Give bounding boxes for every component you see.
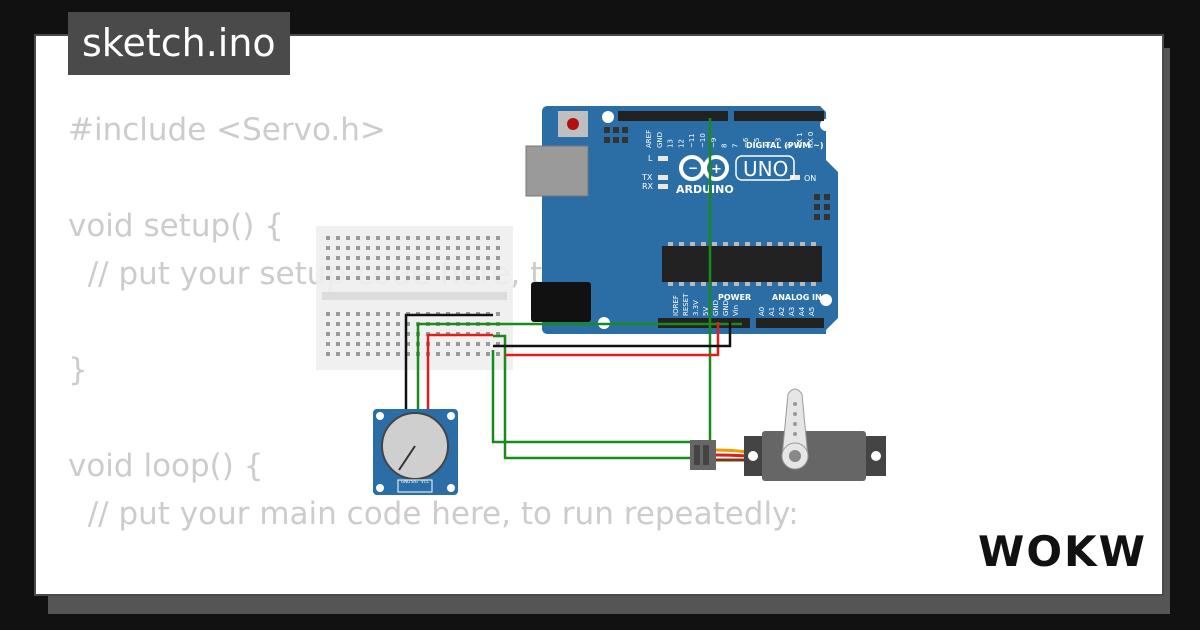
pin-label: ~10 (699, 133, 707, 148)
wires (404, 118, 742, 460)
power-label: POWER (718, 293, 751, 302)
led-rx-label: RX (642, 182, 654, 191)
code-line: #include <Servo.h> (68, 112, 386, 148)
wire-red-pot (426, 333, 493, 420)
pin-label: 8 (721, 144, 729, 148)
code-line: } (68, 352, 88, 388)
wire-black-pot (404, 313, 493, 420)
analog-header[interactable] (756, 318, 824, 328)
pin-label: Vin (732, 305, 740, 316)
pin-label: 12 (677, 139, 685, 148)
servo-motor[interactable] (690, 388, 886, 481)
pot-pin-label: GND (401, 479, 410, 484)
pin-label: A3 (788, 307, 796, 316)
power-jack (531, 282, 591, 322)
pot-pin-label: SIG (411, 479, 418, 484)
led-tx-label: TX (641, 173, 653, 182)
code-line: void setup() { (68, 208, 284, 244)
pin-label: A1 (768, 307, 776, 316)
file-tab[interactable]: sketch.ino (68, 12, 290, 75)
pin-label: A0 (758, 307, 766, 316)
wire-green-servo (491, 350, 700, 444)
code-line: // put your main code here, to run repea… (68, 496, 799, 532)
svg-text:−: − (688, 161, 698, 175)
pin-label: 3.3V (692, 300, 700, 316)
pin-label: ~5 (753, 138, 761, 148)
svg-text:WOKWI: WOKWI (978, 527, 1150, 576)
pin-label: RX 0 (807, 132, 815, 148)
analog-label: ANALOG IN (772, 293, 822, 302)
wire-black-gnd (493, 322, 732, 348)
pin-label: GND (712, 300, 720, 316)
pin-label: 4 (764, 143, 772, 148)
arduino-logo-icon (679, 155, 729, 181)
usb-port (526, 146, 588, 196)
digital-header-left[interactable] (618, 111, 728, 121)
arduino-uno[interactable]: − + UNO ARDUINO DIGITAL (PWM ~) POWER AN… (525, 106, 838, 334)
digital-label: DIGITAL (PWM ~) (746, 141, 824, 150)
pin-label: A5 (808, 307, 816, 316)
wire-green-signal (493, 118, 712, 460)
pin-label: ~3 (775, 138, 783, 148)
pin-label: ~9 (710, 138, 718, 148)
board-name: UNO (743, 157, 788, 181)
pin-label: AREF (645, 130, 653, 148)
pin-label: 7 (731, 144, 739, 148)
code-line: } (68, 586, 799, 594)
pin-label: ~6 (742, 137, 750, 148)
pin-label: TX 1 (796, 132, 804, 149)
led-l-label: L (648, 154, 653, 163)
brand-label: ARDUINO (676, 183, 734, 196)
pot-pin-label: VCC (421, 479, 430, 484)
pin-label: RESET (682, 293, 690, 316)
pin-label: IOREF (672, 295, 680, 316)
wire-red-5v (505, 322, 720, 357)
breadboard[interactable] (316, 226, 513, 370)
svg-text:+: + (711, 162, 722, 177)
digital-header-right[interactable] (734, 111, 824, 121)
pin-label: 13 (667, 139, 675, 148)
pin-label: ~11 (688, 133, 696, 148)
pin-label: 2 (785, 144, 793, 148)
pin-label: A2 (778, 307, 786, 316)
on-label: ON (804, 174, 816, 183)
wokwi-logo: WOKWI (978, 527, 1150, 576)
pin-label: GND (722, 300, 730, 316)
pin-label: A4 (798, 306, 806, 316)
pin-label: GND (656, 132, 664, 148)
code-line: void loop() { (68, 448, 264, 484)
pin-label: 5V (702, 307, 710, 316)
wire-green-pot (416, 322, 742, 420)
atmega-chip (662, 246, 822, 282)
